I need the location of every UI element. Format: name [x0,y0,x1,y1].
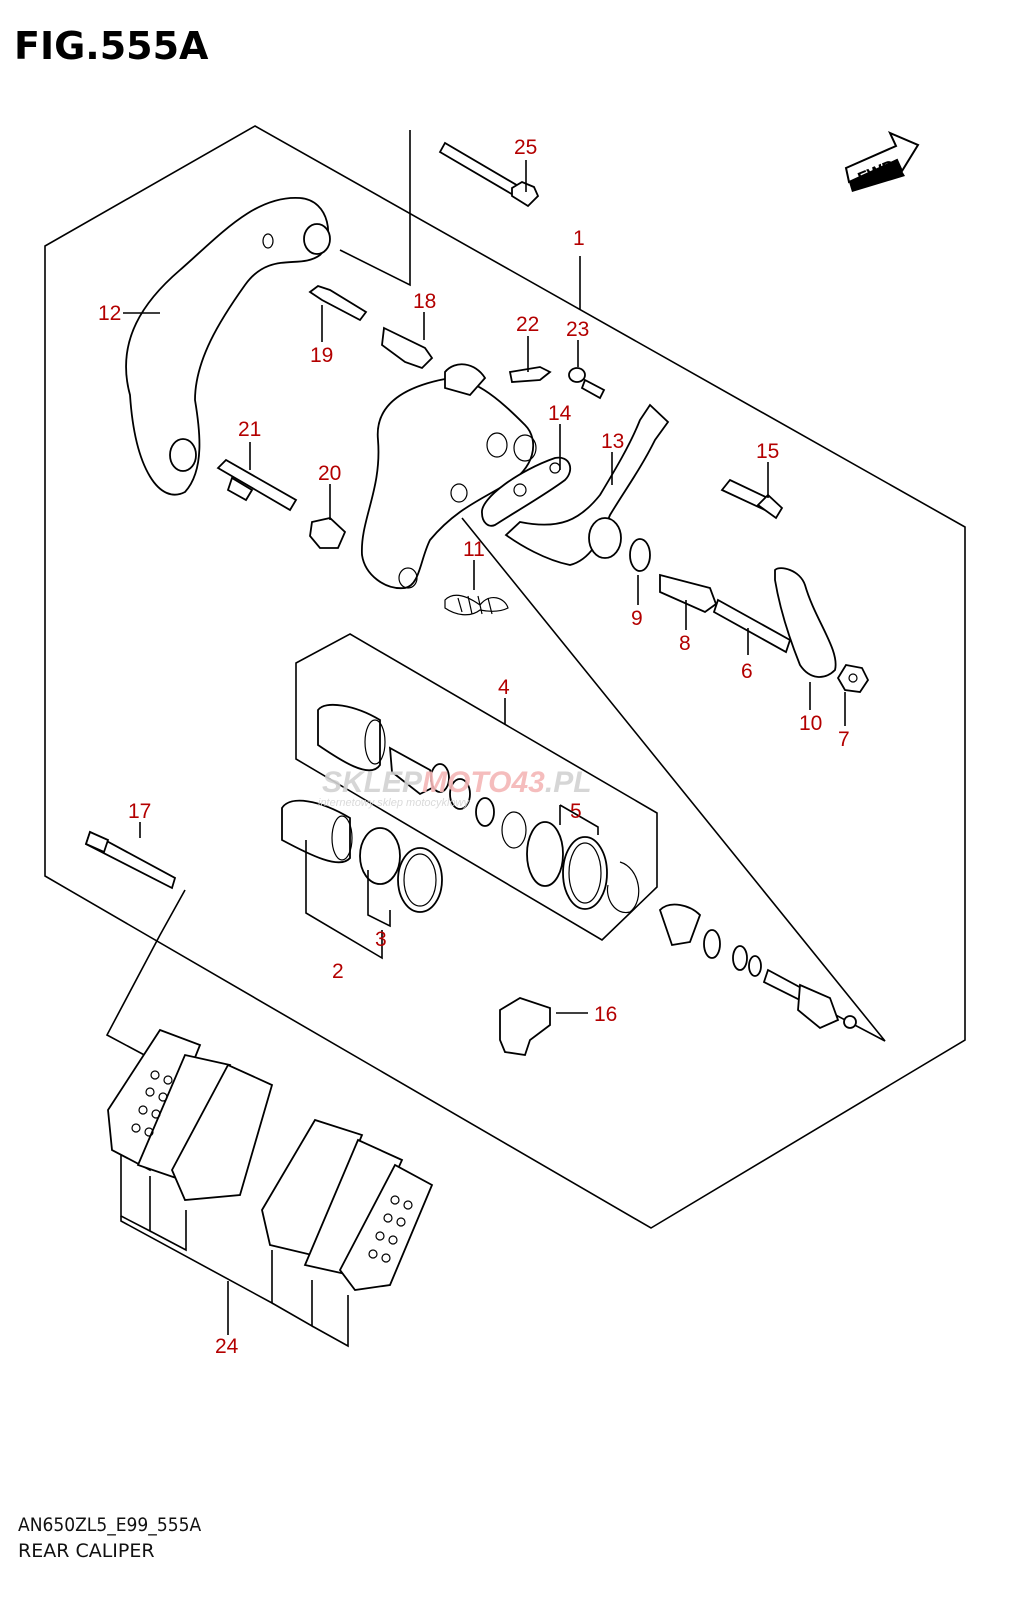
part-lever-13 [504,403,670,566]
part-pin-21 [216,458,298,512]
callout-3: 3 [375,928,387,951]
part-screw-6 [712,598,792,654]
callout-12: 12 [98,302,121,325]
part-brake-pads-24 [107,1028,434,1291]
part-adjuster [388,746,527,849]
part-caliper-body [361,363,537,589]
callout-1: 1 [573,227,585,250]
callout-9: 9 [631,607,643,630]
figure-name: REAR CALIPER [18,1540,155,1562]
part-seals-5 [526,821,640,914]
part-oring-9 [629,538,651,572]
callout-17: 17 [128,800,151,823]
assembly-frame [339,130,411,287]
callout-7: 7 [838,728,850,751]
callout-24: 24 [215,1335,239,1358]
watermark-part4: .PL [545,766,592,799]
callout-4: 4 [498,676,510,699]
callout-23: 23 [566,318,589,341]
callout-6: 6 [741,660,753,683]
watermark-part3: 43 [510,766,545,799]
piston-group-frame [295,633,658,941]
callout-18: 18 [413,290,436,313]
part-arm-10 [774,567,837,678]
figure-title: FIG.555A [14,24,209,68]
part-adjuster-stack [658,903,857,1030]
callout-14: 14 [548,402,572,425]
callout-21: 21 [238,418,261,441]
callout-20: 20 [318,462,341,485]
part-bolt-20 [309,517,347,549]
callout-19: 19 [310,344,333,367]
pin-17-leader [105,889,186,1059]
callout-8: 8 [679,632,691,655]
watermark-tagline: internetowy sklep motocyklowy [318,797,471,809]
callout-25: 25 [514,136,537,159]
watermark: SKLEPMOTO43.PL internetowy sklep motocyk… [318,766,592,809]
part-pin-19 [308,284,368,322]
part-nut-7 [836,664,870,693]
callout-13: 13 [601,430,624,453]
part-spring-11 [444,594,509,616]
svg-text:SKLEPMOTO43.PL: SKLEPMOTO43.PL [322,766,592,799]
main-frame [44,125,966,1229]
callout-22: 22 [516,313,539,336]
callout-5: 5 [570,800,582,823]
callout-16: 16 [594,1003,617,1026]
callout-2: 2 [332,960,344,983]
part-bracket-12 [125,197,331,496]
part-screw-23 [568,367,606,400]
figure-code: AN650ZL5_E99_555A [18,1514,202,1536]
callout-10: 10 [799,712,822,735]
part-pin-18 [381,326,434,370]
part-clip-16 [499,997,551,1057]
part-pin-17 [84,830,177,890]
part-bleeder-22 [508,366,552,383]
callout-leaders [123,160,846,1014]
part-bolt-15 [720,478,784,520]
watermark-part1: SKLEP [322,766,423,799]
callout-15: 15 [756,440,779,463]
watermark-part2: MOTO [422,766,511,799]
part-sleeve-8 [659,573,718,614]
fwd-arrow-icon: FWD [844,131,920,192]
callout-numbers: 1 2 3 4 5 6 7 8 9 10 11 12 13 14 15 16 1… [98,136,850,1358]
part-seals-3 [359,827,443,913]
pads-leader [120,1155,349,1348]
part-piston-4 [317,703,386,772]
callout-11: 11 [463,538,485,561]
part-bolt-25 [438,141,540,208]
part-piston-2 [281,799,353,864]
